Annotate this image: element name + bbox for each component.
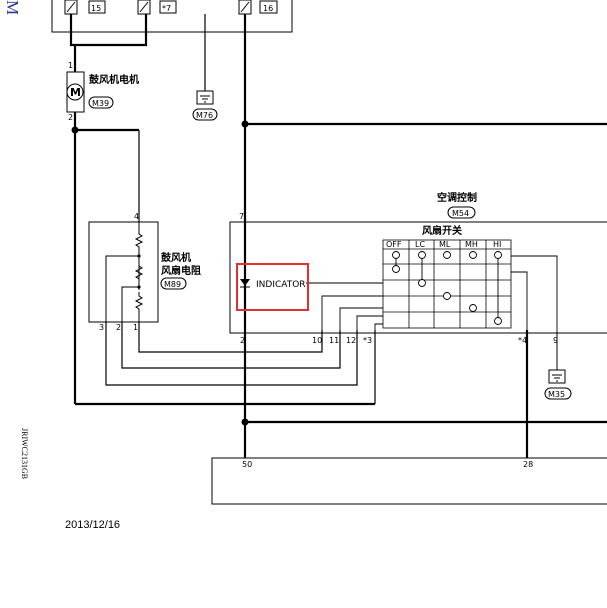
- connector-code: M35: [548, 390, 565, 399]
- page-mark: M: [3, 0, 22, 16]
- pin-label: 15: [91, 4, 101, 13]
- pin-label: 1: [68, 61, 73, 70]
- fan-switch-label: 风扇开关: [422, 224, 462, 237]
- pin-label: 12: [346, 336, 356, 345]
- pin-label: *3: [363, 336, 372, 345]
- pin-label: 3: [99, 323, 104, 332]
- switch-contacts: [392, 251, 502, 325]
- pin-label: 9: [553, 336, 558, 345]
- pin-label: 2: [240, 336, 245, 345]
- indicator-label: INDICATOR: [256, 280, 306, 290]
- ground-m76: M76: [192, 90, 218, 121]
- switch-position: OFF: [386, 240, 402, 249]
- switch-wires: [306, 255, 558, 333]
- blower-motor: 1 M 2 鼓风机电机 M39: [66, 61, 139, 122]
- resistor-label: 风扇电阻: [161, 264, 201, 277]
- junctions: [71, 120, 249, 426]
- blower-fan-resistor: 4 3 2 1 鼓风机 风扇电阻 M89: [88, 212, 201, 332]
- pin-label: 28: [523, 460, 533, 469]
- ground-m35: M35: [544, 333, 572, 400]
- pin-label: *4: [518, 336, 527, 345]
- pin-label: 4: [134, 212, 139, 221]
- pin-label: *7: [162, 4, 171, 13]
- connector-code: M76: [196, 111, 213, 120]
- indicator-highlight: [236, 263, 309, 311]
- connector-code: M89: [164, 280, 181, 289]
- switch-position: LC: [415, 240, 425, 249]
- pin-label: 11: [329, 336, 339, 345]
- switch-position: ML: [439, 240, 451, 249]
- wires: [69, 14, 607, 458]
- pin-label: 2: [68, 113, 73, 122]
- resistor-label: 鼓风机: [161, 251, 191, 264]
- pin-label: 10: [312, 336, 322, 345]
- motor-icon: M: [70, 86, 81, 99]
- pin-label: 1: [133, 323, 138, 332]
- diagram-date: 2013/12/16: [65, 519, 121, 531]
- connector-code: M54: [452, 209, 469, 218]
- resistor-wires: [105, 322, 358, 386]
- top-connector: 15 *7 16: [51, 0, 293, 33]
- ac-control-label: 空调控制: [437, 191, 477, 204]
- blower-motor-label: 鼓风机电机: [89, 73, 139, 86]
- fan-switch-grid: [382, 239, 512, 329]
- pin-label: 50: [242, 460, 252, 469]
- bottom-connector: 50 28: [211, 457, 607, 505]
- pin-label: 16: [263, 4, 273, 13]
- diagram-code: JRIWC2131GB: [20, 428, 29, 480]
- switch-position: HI: [493, 240, 501, 249]
- ac-control: 7 空调控制 M54 风扇开关 OFF LC ML MH HI: [229, 191, 607, 345]
- switch-position: MH: [465, 240, 478, 249]
- pin-label: 7: [239, 212, 244, 221]
- connector-code: M39: [92, 99, 109, 108]
- indicator-led: INDICATOR: [236, 263, 309, 311]
- pin-label: 2: [116, 323, 121, 332]
